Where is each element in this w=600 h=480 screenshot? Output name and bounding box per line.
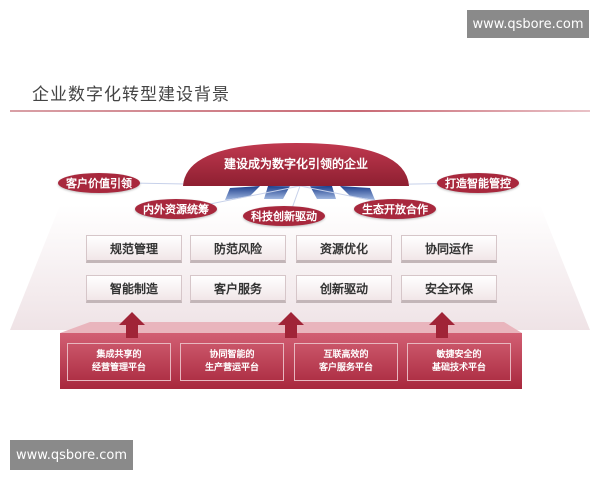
capability-box: 规范管理: [86, 235, 182, 263]
pillar-tech-innovation: 科技创新驱动: [243, 206, 325, 226]
capability-box: 创新驱动: [296, 275, 392, 303]
pillar-smart-control: 打造智能管控: [437, 173, 519, 193]
title-divider: [10, 110, 590, 112]
pillar-customer-value: 客户价值引领: [58, 173, 140, 193]
platform-cell: 互联高效的 客户服务平台: [294, 343, 398, 381]
watermark-bottom: www.qsbore.com: [10, 440, 133, 470]
page-title: 企业数字化转型建设背景: [32, 85, 230, 105]
upward-arrows: [119, 312, 455, 338]
watermark-top: www.qsbore.com: [467, 10, 589, 38]
dome-label: 建设成为数字化引领的企业: [223, 156, 368, 171]
vision-dome: [183, 143, 409, 186]
capability-box: 智能制造: [86, 275, 182, 303]
base-front-face: [60, 333, 522, 389]
platform-cell: 协同智能的 生产营运平台: [180, 343, 284, 381]
platform-cell: 敏捷安全的 基础技术平台: [407, 343, 511, 381]
capability-box: 协同运作: [401, 235, 497, 263]
platform-cell: 集成共享的 经营管理平台: [67, 343, 171, 381]
pillar-resource-coordination: 内外资源统筹: [135, 199, 217, 219]
capability-box: 防范风险: [190, 235, 286, 263]
pillar-ecosystem: 生态开放合作: [354, 199, 436, 219]
capability-box: 资源优化: [296, 235, 392, 263]
capability-box: 客户服务: [190, 275, 286, 303]
capability-box: 安全环保: [401, 275, 497, 303]
